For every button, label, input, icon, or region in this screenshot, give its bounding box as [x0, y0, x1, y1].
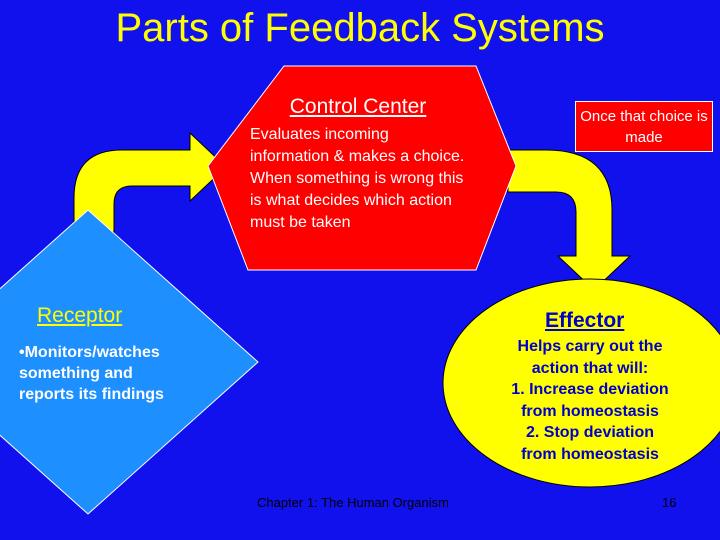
control-center-title: Control Center [289, 95, 427, 118]
effector-line: 1. Increase deviation [511, 381, 669, 398]
effector-title: Effector [545, 309, 625, 332]
page-number: 16 [662, 495, 677, 510]
control-to-effector-arrow [507, 149, 632, 291]
receptor-to-control-arrow [73, 131, 227, 233]
control-center-description: Evaluates incoming information & makes a… [250, 126, 465, 231]
receptor-description: •Monitors/watches something and reports … [19, 344, 164, 403]
receptor-diamond [0, 209, 259, 515]
effector-line: from homeostasis [521, 445, 659, 463]
footer-text: Chapter 1: The Human Organism [257, 495, 449, 510]
effector-line: Helps carry out the [517, 338, 663, 355]
choice-note-box: Once that choice is made [575, 101, 713, 152]
effector-line: action that will: [531, 359, 649, 377]
effector-line: from homeostasis [521, 402, 659, 420]
slide-title: Parts of Feedback Systems [115, 6, 605, 50]
effector-description: Helps carry out the action that will: 1.… [472, 336, 708, 465]
control-center-hexagon [207, 65, 517, 271]
receptor-title: Receptor [37, 304, 123, 327]
effector-circle [442, 278, 720, 488]
effector-line: 2. Stop deviation [525, 424, 654, 441]
